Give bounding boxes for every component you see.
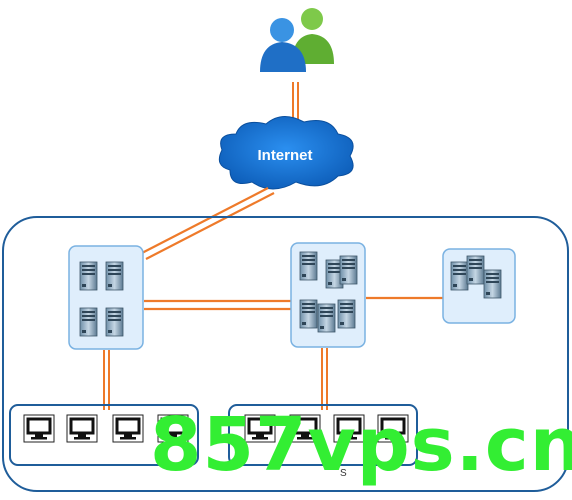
cloud-icon: Internet [218,116,354,190]
internet-label: Internet [257,147,312,164]
link-center-servers-terminals [321,348,328,410]
watermark-text: 857vps.cn [150,402,572,488]
terminal-icon [111,413,145,444]
terminal-icon [22,413,56,444]
terminal-group-left [9,404,199,466]
users-icon [260,8,334,72]
partial-label: S [340,468,347,479]
link-left-servers-terminals [103,350,110,410]
server-group-right [442,248,516,324]
server-group-center [290,242,366,348]
link-left-center-servers [144,299,292,311]
link-internet-left-servers [139,187,275,260]
terminal-group-center: S [228,404,418,479]
network-boundary [2,216,569,492]
server-group-left [68,245,144,350]
link-users-internet [292,82,299,122]
terminal-icon [65,413,99,444]
